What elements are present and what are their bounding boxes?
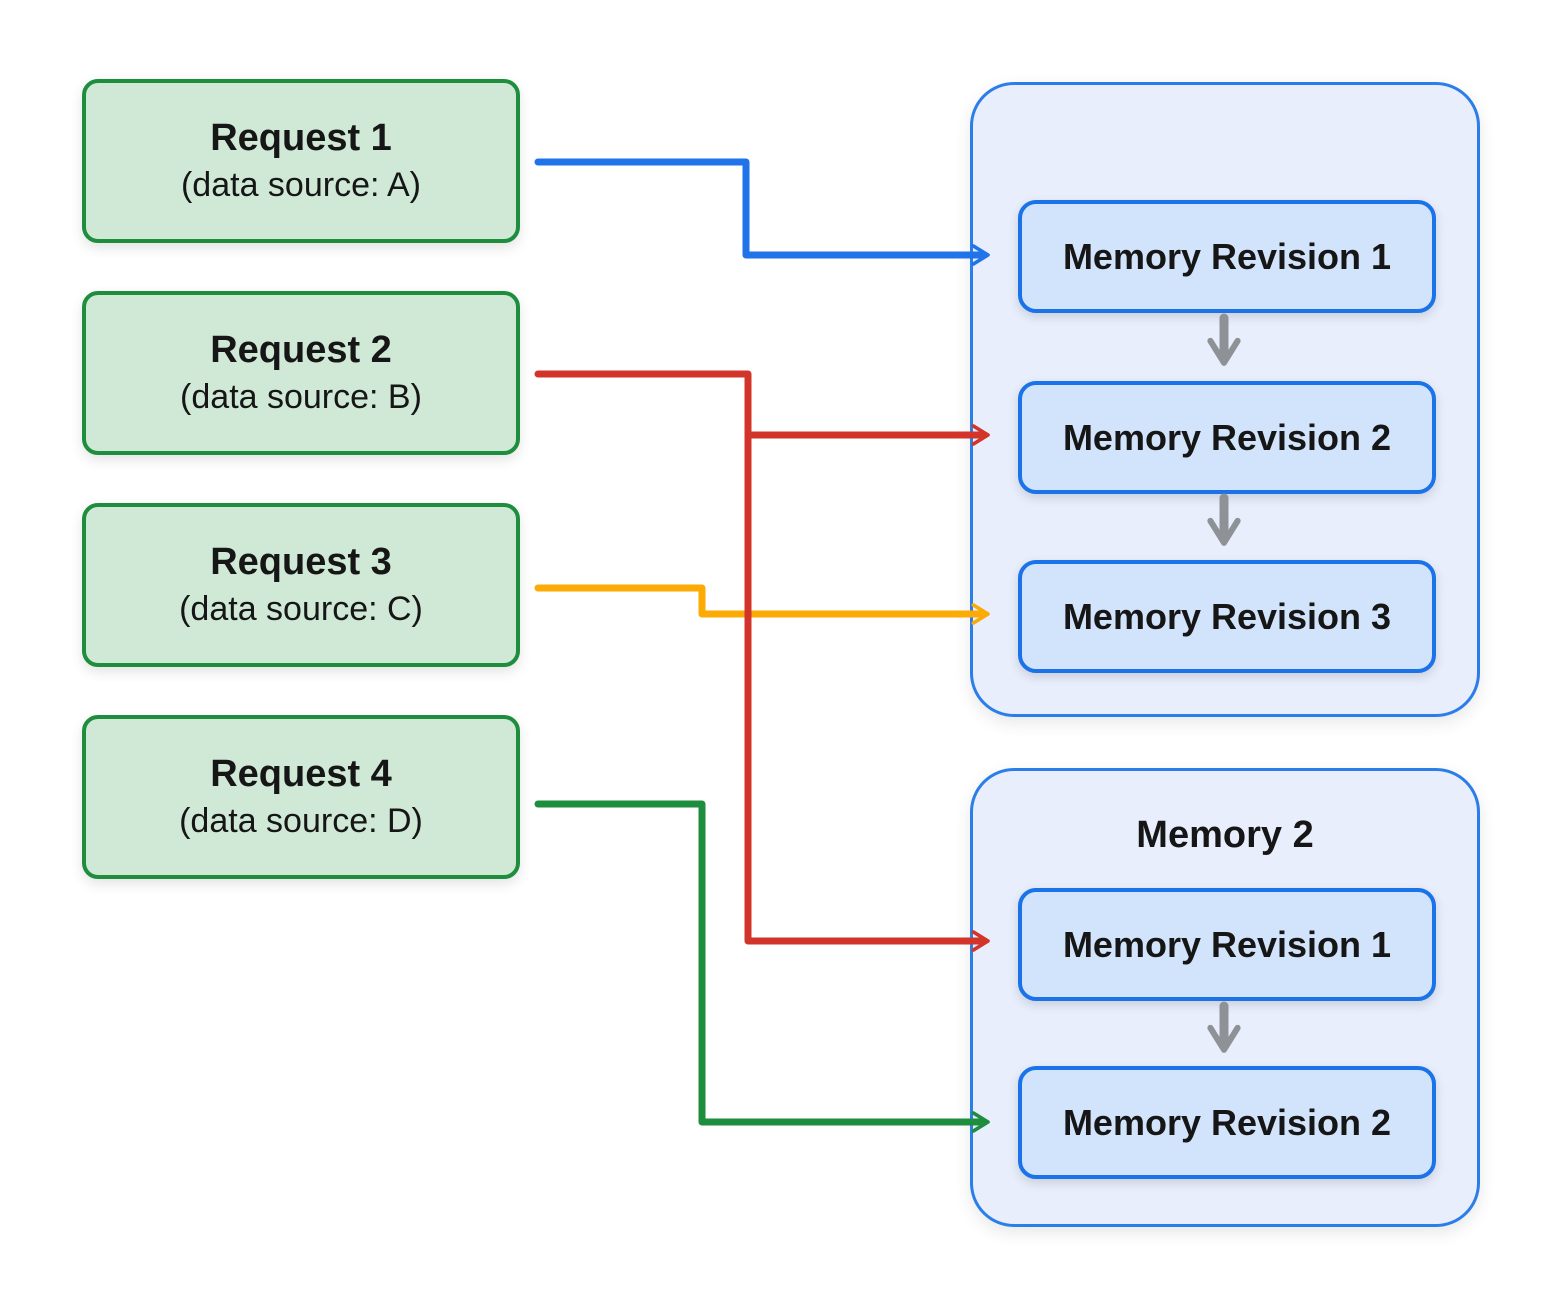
connector-request-2-to-memory-2-revision-1 xyxy=(744,431,990,952)
memory-2-revision-1: Memory Revision 1 xyxy=(1018,888,1436,1001)
memory-2-revision-1-label: Memory Revision 1 xyxy=(1062,923,1392,965)
memory-1-revision-1-label: Memory Revision 1 xyxy=(1062,235,1392,277)
memory-2-title: Memory 2 xyxy=(1136,814,1314,856)
request-box-1: Request 1 (data source: A) xyxy=(82,79,520,243)
memory-1-revision-3-label: Memory Revision 3 xyxy=(1062,595,1392,637)
memory-2-container: Memory 2 Memory Revision 1 Memory Revisi… xyxy=(970,768,1480,1227)
connector-request-4-to-memory-2-revision-2 xyxy=(534,800,990,1133)
connector-request-3-to-memory-1-revision-3 xyxy=(534,584,990,625)
request-4-title: Request 4 xyxy=(210,752,392,795)
request-box-2: Request 2 (data source: B) xyxy=(82,291,520,455)
memory-2-revision-2: Memory Revision 2 xyxy=(1018,1066,1436,1179)
connector-request-1-to-memory-1-revision-1 xyxy=(534,158,990,266)
memory-1-revision-2: Memory Revision 2 xyxy=(1018,381,1436,494)
memory-1-revision-2-label: Memory Revision 2 xyxy=(1062,416,1392,458)
memory-1-container: Memory 1 Memory Revision 1 Memory Revisi… xyxy=(970,82,1480,717)
request-3-subtitle: (data source: C) xyxy=(179,589,423,628)
request-box-3: Request 3 (data source: C) xyxy=(82,503,520,667)
connector-request-2-to-memory-1-revision-2 xyxy=(534,370,990,446)
request-2-subtitle: (data source: B) xyxy=(180,377,422,416)
request-2-title: Request 2 xyxy=(210,328,392,371)
memory-1-revision-3: Memory Revision 3 xyxy=(1018,560,1436,673)
memory-1-revision-1: Memory Revision 1 xyxy=(1018,200,1436,313)
request-1-title: Request 1 xyxy=(210,116,392,159)
request-box-4: Request 4 (data source: D) xyxy=(82,715,520,879)
memory-2-revision-2-label: Memory Revision 2 xyxy=(1062,1101,1392,1143)
request-4-subtitle: (data source: D) xyxy=(179,801,423,840)
request-1-subtitle: (data source: A) xyxy=(180,165,421,204)
request-3-title: Request 3 xyxy=(210,540,392,583)
